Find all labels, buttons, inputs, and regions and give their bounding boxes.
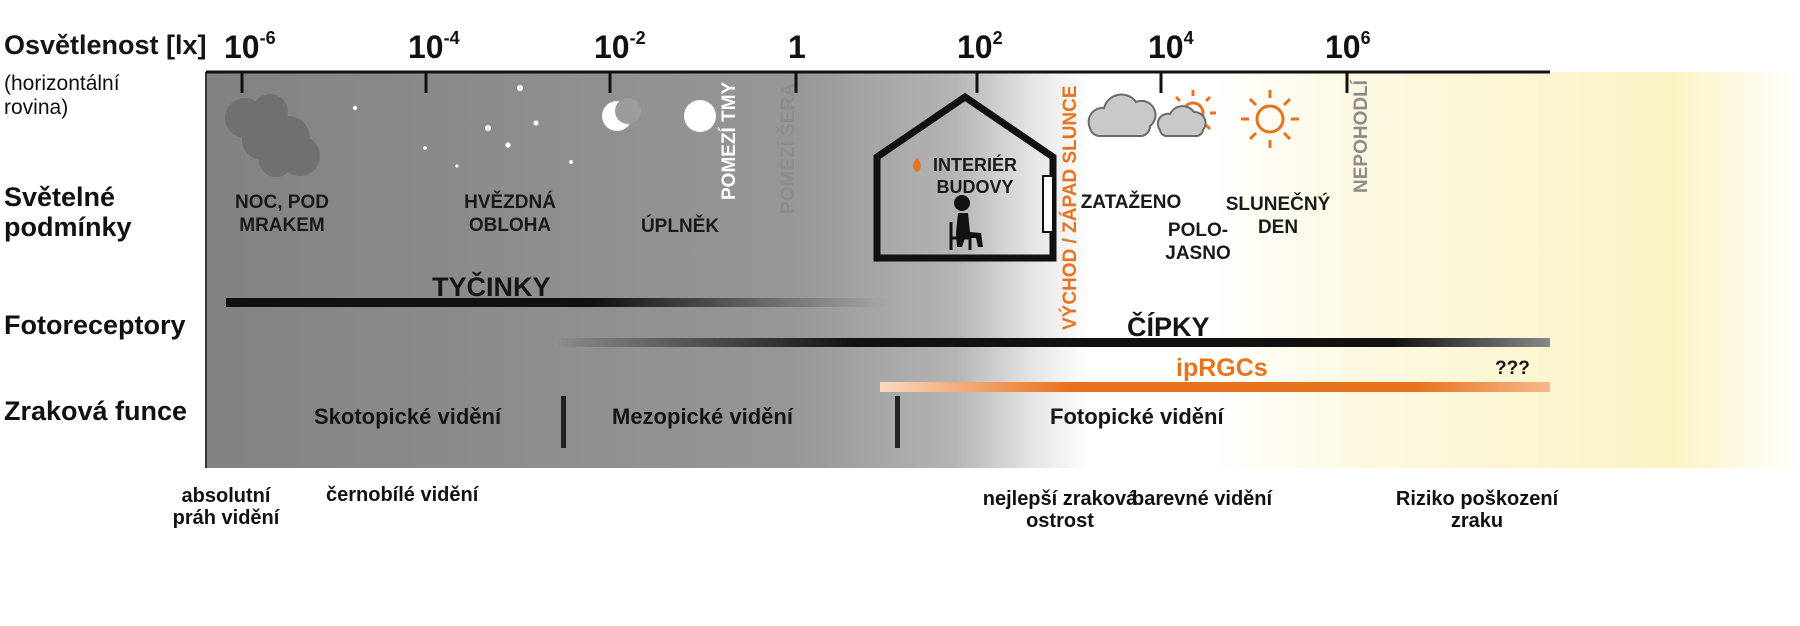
row-header-photoreceptors: Fotoreceptory: [4, 310, 186, 340]
label-mesopic: Mezopické vidění: [612, 404, 793, 429]
label-cones: ČÍPKY: [1127, 312, 1210, 342]
house-window: [1042, 175, 1054, 233]
cloud-icon: [1156, 105, 1207, 137]
house-icon: [873, 92, 1057, 262]
label-unknown: ???: [1495, 358, 1530, 379]
sun-ray: [1204, 123, 1212, 131]
star-icon: [485, 125, 491, 131]
label-partly-cloudy: POLO-JASNO: [1165, 220, 1231, 264]
star-icon: [352, 105, 358, 111]
crescent-moon-icon: [602, 98, 641, 131]
label-sunny-day: SLUNEČNÝ DEN: [1225, 194, 1331, 238]
axis-ticks: [240, 72, 1349, 93]
axis-subtitle: (horizontální rovina): [4, 72, 120, 119]
scotopic-mesopic-divider: [561, 396, 566, 448]
sun-ray: [1174, 95, 1182, 103]
mesopic-photopic-divider: [895, 396, 900, 448]
crescent-moon-icon: [615, 98, 641, 124]
note-absolute-threshold: absolutní práh vidění: [172, 485, 280, 530]
axis-title: Osvětlenost [lx]: [4, 30, 207, 60]
label-rods: TYČINKY: [432, 272, 551, 302]
star-icon: [423, 146, 427, 150]
star-icon: [517, 85, 523, 91]
sun-icon: [1255, 104, 1285, 134]
note-bw-vision: černobílé vidění: [326, 484, 479, 506]
sun-ray: [1282, 131, 1292, 141]
overcast-cloud-icon: [1087, 93, 1157, 138]
label-interior: INTERIÉR BUDOVY: [932, 155, 1017, 197]
tick-label: 104: [1148, 28, 1194, 65]
star-icon: [505, 142, 511, 148]
iprgc-bar: [880, 382, 1550, 392]
tick-label: 106: [1325, 28, 1371, 65]
label-dark-limit: POMEZÍ TMY: [719, 81, 740, 200]
note-damage-risk: Riziko poškození zraku: [1395, 488, 1559, 533]
sun-ray: [1282, 97, 1292, 107]
partly-cloudy-icon: [1156, 90, 1216, 137]
sunny-icon: [1241, 90, 1299, 148]
house-outline: [873, 92, 1057, 262]
sun-ray: [1204, 95, 1212, 103]
stars-icon: [352, 85, 573, 168]
chair-icon: [949, 222, 972, 250]
person-head: [954, 195, 970, 211]
illuminance-band: [206, 72, 1800, 468]
note-best-acuity: nejlepší zraková ostrost: [982, 488, 1138, 533]
sun-ray: [1248, 131, 1258, 141]
night-cloud-icon: [225, 94, 320, 177]
lamp-icon: [913, 158, 921, 172]
label-photopic: Fotopické vidění: [1050, 404, 1224, 429]
tick-label: 10-4: [408, 28, 460, 65]
label-full-moon: ÚPLNĚK: [640, 216, 720, 237]
note-color-vision: barevné vidění: [1132, 488, 1273, 510]
label-cloudless: NEPOHODLÍ: [1351, 80, 1372, 193]
label-starry-sky: HVĚZDNÁ OBLOHA: [464, 192, 556, 236]
star-icon: [533, 120, 539, 126]
star-icon: [569, 160, 573, 164]
row-header-conditions: Světelné podmínky: [4, 182, 132, 243]
label-night-cloud: NOC, POD MRAKEM: [235, 192, 329, 236]
full-moon-icon: [684, 100, 716, 132]
night-cloud-icon: [259, 143, 293, 177]
rods-bar: [226, 298, 894, 307]
overcast-cloud-icon: [1087, 93, 1157, 138]
star-icon: [455, 164, 459, 168]
tick-label: 1: [788, 29, 806, 65]
tick-label: 10-6: [224, 28, 276, 65]
cones-bar: [559, 338, 1550, 347]
row-header-visual-function: Zraková funce: [4, 396, 188, 426]
label-dusk-limit: POMEZÍ ŠERA: [778, 83, 799, 214]
label-overcast: ZATAŽENO: [1080, 192, 1182, 213]
tick-label: 10-2: [594, 28, 646, 65]
sun-ray: [1248, 97, 1258, 107]
label-iprgc: ipRGCs: [1176, 354, 1268, 382]
label-scotopic: Skotopické vidění: [314, 404, 502, 429]
tick-label: 102: [957, 28, 1003, 65]
